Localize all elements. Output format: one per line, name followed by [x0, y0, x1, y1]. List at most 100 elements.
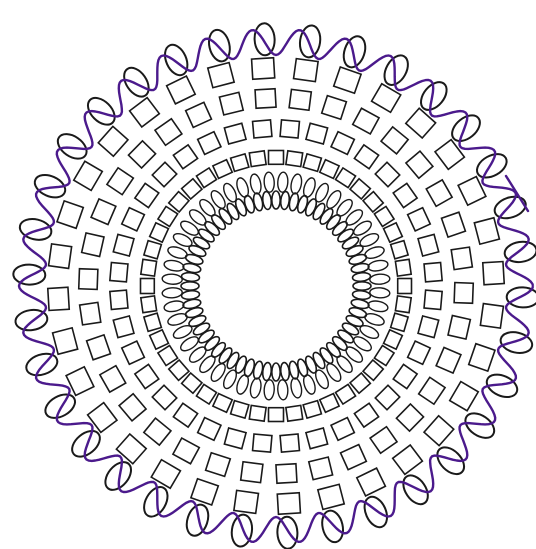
square-tile	[253, 120, 272, 138]
square-tile	[454, 283, 473, 304]
square-tile	[135, 364, 159, 388]
square-tile	[186, 102, 212, 127]
inner-oval	[272, 191, 280, 209]
square-tile	[276, 464, 297, 483]
square-tile	[280, 434, 299, 452]
square-tile	[167, 76, 196, 104]
square-tile	[441, 212, 465, 237]
square-tile	[141, 279, 155, 294]
square-tile	[231, 401, 249, 418]
inner-oval	[352, 290, 371, 300]
outer-oval	[289, 377, 303, 399]
outer-oval	[351, 334, 373, 353]
outer-oval	[162, 287, 183, 298]
outer-oval	[187, 344, 209, 365]
square-tile	[208, 63, 234, 88]
square-tile	[289, 89, 311, 110]
inner-oval	[272, 363, 280, 381]
inner-oval	[262, 362, 272, 381]
square-tile	[354, 403, 378, 427]
outer-oval	[197, 353, 218, 375]
square-tile	[79, 269, 98, 290]
square-tile	[152, 385, 176, 409]
square-tile	[280, 120, 299, 138]
square-tile	[152, 162, 176, 186]
outer-oval	[343, 207, 365, 228]
inner-oval	[181, 272, 200, 282]
square-tile	[241, 462, 263, 483]
square-tile	[294, 59, 319, 82]
square-tile	[418, 316, 439, 338]
square-tile	[107, 168, 133, 195]
square-tile	[303, 154, 321, 171]
square-tile	[357, 468, 386, 496]
square-tile	[122, 341, 145, 364]
square-tile	[224, 123, 246, 144]
outer-oval	[249, 377, 263, 399]
square-tile	[322, 96, 347, 120]
square-tile	[231, 154, 249, 171]
square-tile	[419, 377, 445, 404]
outer-oval	[277, 379, 288, 400]
square-tile	[144, 313, 161, 331]
square-tile	[374, 206, 394, 226]
square-tile	[374, 345, 394, 365]
square-tile	[191, 479, 218, 505]
outer-loop-ring	[13, 23, 536, 549]
square-tile	[49, 244, 72, 269]
square-tile	[448, 315, 470, 339]
inner-oval	[280, 362, 290, 381]
square-tile	[110, 290, 128, 309]
outer-oval	[197, 197, 218, 219]
square-tile	[309, 457, 333, 480]
inner-oval-ring	[181, 191, 371, 381]
outer-loop	[23, 350, 60, 379]
square-tile	[130, 98, 160, 127]
square-tile	[206, 453, 231, 477]
square-tile	[398, 279, 412, 294]
outer-oval	[289, 173, 303, 195]
second-oval-ring	[162, 172, 390, 400]
outer-oval	[264, 172, 275, 193]
square-tile	[318, 484, 344, 509]
outer-loop	[161, 41, 192, 78]
square-tile	[255, 89, 276, 108]
square-tile	[331, 132, 354, 155]
square-tile	[395, 296, 411, 313]
square-tile	[224, 428, 246, 449]
square-tile	[269, 151, 284, 165]
square-tile	[335, 168, 355, 188]
outer-oval	[301, 373, 317, 395]
square-tile	[303, 401, 321, 418]
outer-loop	[254, 23, 275, 56]
square-tile	[198, 132, 221, 155]
square-tile	[100, 366, 126, 392]
inner-oval	[181, 282, 199, 290]
inner-oval	[280, 191, 290, 210]
square-tile	[306, 428, 328, 449]
square-tile	[122, 208, 145, 231]
inner-oval	[262, 191, 272, 210]
square-tile	[393, 364, 417, 388]
square-tile	[375, 162, 399, 186]
square-tile	[74, 161, 103, 190]
square-tile	[53, 328, 78, 354]
square-tile	[424, 416, 454, 446]
outer-oval	[166, 311, 188, 327]
outer-oval	[334, 197, 355, 219]
square-tile	[341, 445, 367, 470]
square-tile	[249, 405, 266, 421]
square-tile	[277, 493, 300, 514]
square-tile	[395, 259, 411, 276]
square-tile	[252, 58, 275, 79]
outer-oval	[369, 287, 390, 298]
square-tile	[381, 127, 408, 154]
outer-loop	[473, 149, 511, 182]
square-tile	[451, 247, 472, 270]
inner-oval	[352, 272, 371, 282]
square-tile	[141, 259, 157, 276]
outer-oval	[301, 176, 317, 198]
square-tile	[353, 108, 379, 134]
square-tile	[384, 223, 403, 242]
